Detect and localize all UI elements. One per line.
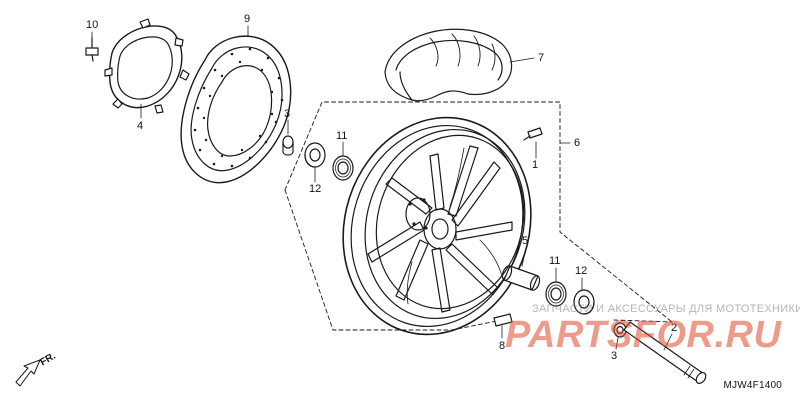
callout-10: 10 bbox=[86, 19, 99, 31]
leader-lines bbox=[91, 25, 673, 351]
side-collar-upper-part bbox=[282, 135, 294, 156]
callout-11-upper: 11 bbox=[336, 130, 348, 142]
dust-seal-lower-part bbox=[573, 289, 595, 315]
callout-2: 2 bbox=[671, 322, 678, 334]
front-tire-part bbox=[384, 28, 513, 102]
brake-disc-part bbox=[180, 35, 292, 184]
watermark-brand: PARTSFOR.RU bbox=[505, 314, 782, 356]
callout-11-lower: 11 bbox=[549, 255, 561, 267]
callout-8: 8 bbox=[499, 340, 506, 352]
front-direction-arrow bbox=[15, 359, 41, 387]
pulser-ring-part bbox=[104, 18, 190, 114]
valve-stem-part bbox=[523, 127, 543, 141]
balance-weight-part bbox=[493, 313, 513, 327]
callout-3-upper: 3 bbox=[284, 108, 291, 120]
disc-bolt-part bbox=[85, 37, 99, 62]
callout-12-lower: 12 bbox=[575, 265, 588, 277]
distance-collar-part bbox=[501, 265, 541, 291]
bearing-lower-part bbox=[545, 281, 567, 307]
callout-5: 5 bbox=[522, 235, 529, 247]
callout-3-lower: 3 bbox=[611, 350, 618, 362]
callout-9: 9 bbox=[244, 13, 251, 25]
callout-6: 6 bbox=[574, 137, 581, 149]
front-axle-part bbox=[623, 321, 707, 385]
callout-1: 1 bbox=[532, 159, 539, 171]
diagram-code: MJW4F1400 bbox=[723, 380, 782, 391]
bearing-upper-part bbox=[332, 155, 354, 181]
front-wheel-part bbox=[342, 116, 532, 336]
watermark-tagline: ЗАПЧАСТИ И АКСЕССУАРЫ ДЛЯ МОТОТЕХНИКИ bbox=[532, 303, 800, 315]
dust-seal-upper-part bbox=[304, 142, 326, 168]
assembly-boundary bbox=[284, 101, 673, 331]
callout-12-upper: 12 bbox=[309, 183, 322, 195]
callout-4: 4 bbox=[137, 120, 144, 132]
callout-7: 7 bbox=[538, 52, 545, 64]
